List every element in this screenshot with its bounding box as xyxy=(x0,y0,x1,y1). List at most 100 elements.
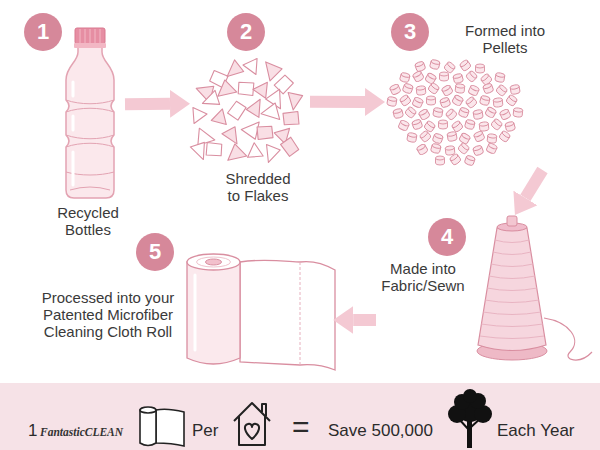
pellet xyxy=(495,72,505,82)
flake xyxy=(266,86,290,110)
pellet xyxy=(451,120,464,133)
pellet xyxy=(482,83,494,95)
flow-arrow xyxy=(353,314,376,326)
pellet xyxy=(459,132,471,144)
flake xyxy=(273,73,296,95)
pellet xyxy=(399,72,410,83)
pellet xyxy=(402,83,414,95)
pellet xyxy=(436,156,445,165)
step-number: 5 xyxy=(136,233,174,271)
summary-text: Each Year xyxy=(497,421,587,441)
brand-logo: FantasticCLEAN xyxy=(40,425,136,439)
flake xyxy=(284,87,306,110)
pellet xyxy=(445,146,455,156)
pellet xyxy=(457,142,470,155)
pellet xyxy=(465,96,478,109)
pellet xyxy=(476,64,485,73)
pellet xyxy=(472,145,484,157)
bottle-body xyxy=(66,44,114,198)
pellet xyxy=(429,59,440,70)
pellet xyxy=(389,83,401,95)
roll-top xyxy=(187,254,240,270)
step-caption: Formed into Pellets xyxy=(462,22,548,56)
pellet xyxy=(465,70,478,83)
summary-band: 1FantasticCLEANPer=Save 500,000Each Year xyxy=(0,383,600,450)
pellet xyxy=(453,73,464,84)
flow-arrow xyxy=(525,170,542,198)
pellet xyxy=(449,153,462,166)
pellet xyxy=(499,108,511,120)
pellet xyxy=(441,84,453,96)
pellet xyxy=(445,108,458,121)
heart-symbol xyxy=(245,424,259,439)
step-caption: Processed into your Patented Microfiber … xyxy=(38,289,178,340)
pellet xyxy=(440,72,449,81)
pellet xyxy=(416,86,426,96)
pellet xyxy=(404,106,417,119)
pellet xyxy=(487,134,497,144)
pellet xyxy=(464,155,476,167)
flake xyxy=(196,86,214,103)
flake xyxy=(226,144,249,167)
step-number: 4 xyxy=(428,218,466,256)
pellet xyxy=(416,143,428,155)
pellet xyxy=(495,84,508,97)
pellet xyxy=(393,108,404,119)
flake xyxy=(189,104,209,124)
pellet xyxy=(452,94,464,106)
cap-ribs xyxy=(80,29,100,43)
pellet xyxy=(513,108,523,118)
process-step: 1Recycled Bottles xyxy=(22,10,125,240)
flake xyxy=(255,124,275,142)
step-number: 2 xyxy=(227,13,265,51)
tree-crown xyxy=(448,405,466,423)
pellet xyxy=(387,96,397,106)
tree-trunk xyxy=(467,420,472,448)
bottle-ribs xyxy=(66,100,114,175)
flake xyxy=(188,137,211,159)
bottle-cap xyxy=(75,28,105,44)
spool-illustration xyxy=(477,216,592,360)
pellet xyxy=(412,70,424,82)
process-step: 2Shredded to Flakes xyxy=(190,12,310,207)
flake xyxy=(274,128,289,143)
pellet xyxy=(455,84,465,94)
pellet xyxy=(459,59,472,72)
flake xyxy=(259,60,282,83)
process-step: 4Made into Fabric/Sewn xyxy=(376,215,560,365)
step-number: 1 xyxy=(24,13,62,51)
flakes-illustration xyxy=(188,55,306,168)
flake xyxy=(281,109,301,127)
roll-core xyxy=(206,259,222,265)
roll-icon xyxy=(140,407,184,446)
pellet xyxy=(419,130,432,143)
connector-group xyxy=(125,102,543,320)
flake xyxy=(225,99,248,122)
pellet xyxy=(490,118,503,131)
flake xyxy=(235,78,257,98)
step-number: 3 xyxy=(391,13,429,51)
bottle-illustration xyxy=(66,28,114,198)
house-chimney xyxy=(262,404,266,416)
pellet xyxy=(480,73,493,86)
summary-text: Per xyxy=(192,421,226,441)
flake xyxy=(245,99,263,119)
tree-branches xyxy=(458,417,482,430)
pellets-illustration xyxy=(387,59,523,166)
pellet xyxy=(464,119,475,130)
pellet xyxy=(427,82,440,95)
pellet xyxy=(505,121,516,132)
pellet xyxy=(427,96,436,105)
step-caption: Made into Fabric/Sewn xyxy=(378,260,468,294)
flake xyxy=(260,103,283,126)
flake xyxy=(279,136,299,158)
pellet xyxy=(510,84,520,94)
pellet xyxy=(493,98,503,108)
tree-crown xyxy=(470,393,486,409)
flake xyxy=(216,80,239,103)
spool-tip xyxy=(507,216,517,226)
pellet xyxy=(423,120,436,133)
flake xyxy=(262,141,282,163)
tree-crown xyxy=(463,389,477,403)
